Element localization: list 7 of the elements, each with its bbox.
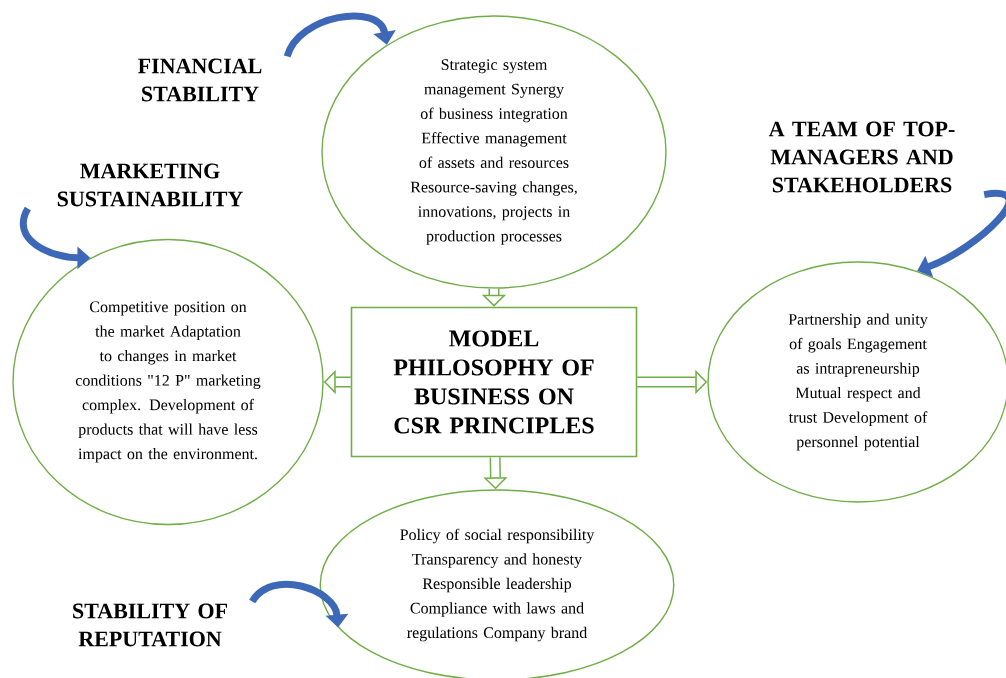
curved-arrow	[917, 189, 1006, 278]
curved-arrow	[284, 12, 396, 58]
heading-text: FINANCIAL STABILITY	[138, 58, 262, 102]
heading-text: A TEAM OF TOP-MANAGERS AND STAKEHOLDERS	[768, 121, 955, 193]
central-box: MODEL PHILOSOPHY OF BUSINESS ON CSR PRINCIPLES	[350, 306, 638, 458]
heading-text: STABILITY OF REPUTATION	[73, 603, 227, 647]
heading-text: MARKETING SUSTAINABILITY	[57, 163, 243, 207]
